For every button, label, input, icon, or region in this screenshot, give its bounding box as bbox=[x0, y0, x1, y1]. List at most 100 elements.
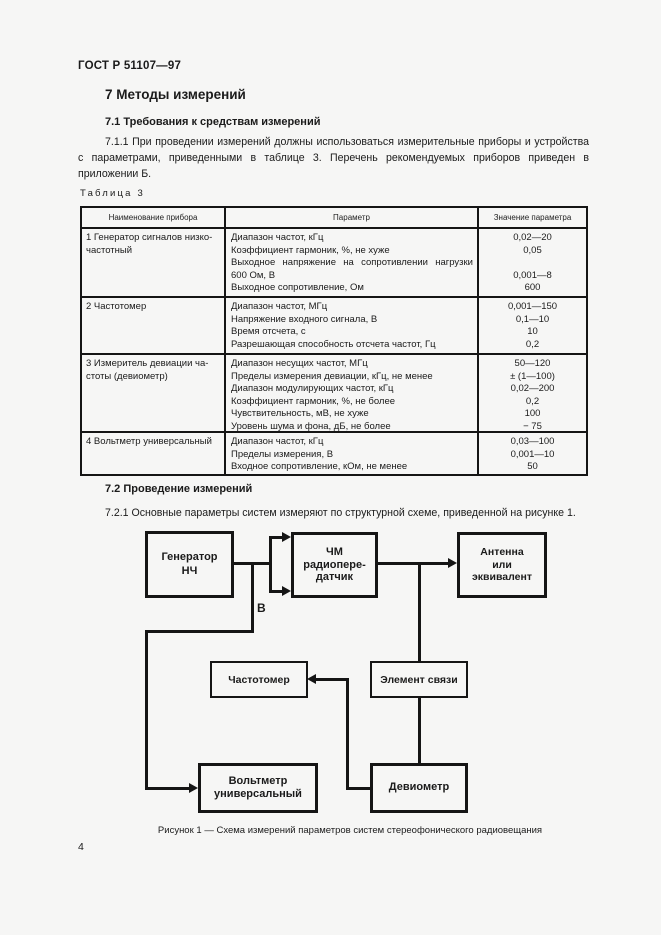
parameter-line: Диапазон частот, МГц bbox=[231, 301, 328, 312]
value-line: 0,03—100 bbox=[510, 436, 555, 447]
line-into-freq-meter bbox=[316, 678, 348, 681]
line-deviometer-vertical bbox=[346, 678, 349, 790]
device-name-cell: 4 Вольтметр универсальный bbox=[82, 433, 226, 474]
coupling-element-label: Элемент связи bbox=[380, 673, 458, 686]
voltmeter-label: Вольтметр универсальный bbox=[214, 774, 302, 801]
page-number: 4 bbox=[78, 841, 84, 853]
signal-b-label: В bbox=[257, 601, 266, 615]
value-line: 600 bbox=[524, 282, 541, 293]
value-line: 0,2 bbox=[525, 338, 540, 350]
device-name-cell: 2 Частотомер bbox=[82, 298, 226, 353]
arrow-into-antenna bbox=[448, 558, 457, 568]
parameter-line: Коэффициент гармоник, %, не хуже bbox=[231, 244, 390, 256]
parameter-line: Время отсчета, с bbox=[231, 326, 306, 337]
table-header-value: Значение параметра bbox=[493, 213, 572, 222]
value-line: ± (1—100) bbox=[510, 370, 555, 382]
diagram-box-coupling-element: Элемент связи bbox=[370, 661, 468, 698]
parameter-line: 600 Ом, В bbox=[231, 269, 276, 281]
table-row: 3 Измеритель девиации ча- стоты (девиоме… bbox=[82, 353, 586, 431]
arrow-into-freq-meter bbox=[307, 674, 316, 684]
table-label: Таблица 3 bbox=[80, 188, 145, 199]
measurement-diagram: Генератор НЧ ЧМ радиопере- датчик Антенн… bbox=[0, 528, 661, 823]
paragraph-711: 7.1.1 При проведении измерений должны ис… bbox=[78, 136, 589, 180]
parameter-line: Выходное напряжение на сопротивлении наг… bbox=[231, 257, 473, 268]
parameter-line: Уровень шума и фона, дБ, не более bbox=[231, 420, 391, 432]
value-line: 100 bbox=[524, 408, 541, 419]
line-left-horizontal bbox=[145, 630, 254, 633]
parameters-table: Наименование прибора Параметр Значение п… bbox=[80, 206, 588, 476]
device-name-cell: 1 Генератор сигналов низко- частотный bbox=[82, 229, 226, 296]
parameter-line: Выходное сопротивление, Ом bbox=[231, 282, 364, 293]
value-line bbox=[479, 257, 586, 270]
generator-label: Генератор НЧ bbox=[161, 551, 218, 577]
value-line: − 75 bbox=[523, 420, 542, 432]
parameter-line: Входное сопротивление, кОм, не менее bbox=[231, 461, 408, 472]
value-line: 10 bbox=[527, 326, 538, 337]
line-into-voltmeter bbox=[145, 787, 190, 790]
parameter-line: Напряжение входного сигнала, В bbox=[231, 313, 378, 325]
diagram-box-frequency-meter: Частотомер bbox=[210, 661, 308, 698]
diagram-box-deviometer: Девиометр bbox=[370, 763, 468, 813]
parameter-line: Диапазон модулирующих частот, кГц bbox=[231, 383, 394, 394]
figure-caption: Рисунок 1 — Схема измерений параметров с… bbox=[157, 825, 543, 836]
parameter-line: Чувствительность, мВ, не хуже bbox=[231, 408, 369, 419]
table-header-row: Наименование прибора Параметр Значение п… bbox=[82, 208, 586, 229]
subsection-title-72: 7.2 Проведение измерений bbox=[105, 483, 253, 495]
diagram-box-antenna: Антенна или эквивалент bbox=[457, 532, 547, 598]
doc-code: ГОСТ Р 51107—97 bbox=[78, 60, 182, 72]
value-line: 0,05 bbox=[523, 244, 542, 256]
line-left-vertical bbox=[145, 630, 148, 790]
deviometer-label: Девиометр bbox=[388, 781, 450, 794]
paragraph-721: 7.2.1 Основные параметры систем измеряют… bbox=[105, 507, 576, 519]
device-name-cell: 3 Измеритель девиации ча- стоты (девиоме… bbox=[82, 355, 226, 431]
value-line: 50 bbox=[527, 461, 538, 472]
diagram-box-generator: Генератор НЧ bbox=[145, 531, 234, 598]
value-line: 0,1—10 bbox=[515, 313, 550, 325]
parameter-line: Пределы измерения, В bbox=[231, 448, 334, 460]
value-line: 0,02—200 bbox=[510, 383, 555, 394]
frequency-meter-label: Частотомер bbox=[228, 673, 290, 686]
diagram-box-voltmeter: Вольтметр универсальный bbox=[198, 763, 318, 813]
parameter-line: Разрешающая способность отсчета частот, … bbox=[231, 338, 436, 350]
arrow-into-fm-bottom bbox=[282, 586, 291, 596]
table-header-device: Наименование прибора bbox=[82, 208, 226, 227]
value-line: 0,02—20 bbox=[513, 232, 552, 243]
parameter-line: Пределы измерения девиации, кГц, не мене… bbox=[231, 370, 433, 382]
value-line: 0,2 bbox=[525, 395, 540, 407]
line-coupling-to-deviometer bbox=[418, 697, 421, 764]
line-fork-bottom bbox=[269, 590, 284, 593]
parameter-line: Диапазон несущих частот, МГц bbox=[231, 358, 368, 369]
diagram-box-fm-transmitter: ЧМ радиопере- датчик bbox=[291, 532, 378, 598]
parameter-line: Коэффициент гармоник, %, не более bbox=[231, 395, 396, 407]
line-fork-top bbox=[269, 536, 284, 539]
arrow-into-fm-top bbox=[282, 532, 291, 542]
subsection-title-71: 7.1 Требования к средствам измерений bbox=[105, 116, 321, 128]
antenna-label: Антенна или эквивалент bbox=[472, 546, 532, 584]
section-title: 7 Методы измерений bbox=[105, 87, 246, 102]
value-line: 50—120 bbox=[514, 358, 551, 369]
table-header-parameter: Параметр bbox=[226, 208, 479, 227]
line-branch-to-coupling bbox=[418, 562, 421, 662]
value-line: 0,001—8 bbox=[513, 269, 552, 281]
arrow-into-voltmeter bbox=[189, 783, 198, 793]
line-fm-out bbox=[378, 562, 449, 565]
fm-transmitter-label: ЧМ радиопере- датчик bbox=[303, 546, 366, 584]
line-branch-b-vertical bbox=[251, 562, 254, 633]
value-line: 0,001—150 bbox=[507, 301, 558, 312]
line-deviometer-out bbox=[346, 787, 372, 790]
parameter-line: Диапазон частот, кГц bbox=[231, 436, 324, 447]
line-fork-vertical bbox=[269, 536, 272, 593]
